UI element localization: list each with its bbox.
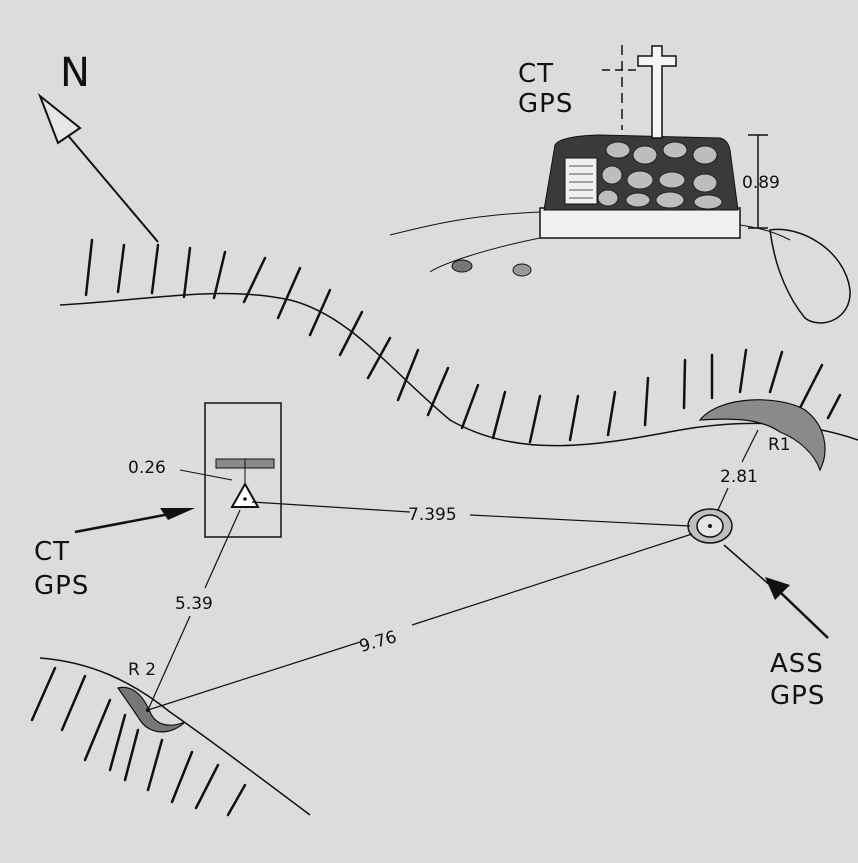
line-r2-ass [147,641,361,711]
offset-value: 0.26 [128,458,166,478]
ref1-label: R1 [768,435,791,455]
ridge-lower [39,657,311,816]
ref2-rock [117,686,186,733]
dist-ct-r2: 5.39 [175,594,213,614]
ass-label: ASS [770,649,824,679]
ass-station [687,508,733,544]
ridge-lower-hachures [30,666,247,817]
north-arrow [37,92,159,243]
cairn-monument [389,45,851,324]
ref2-label: R 2 [128,660,156,680]
dist-ct-ass: 7.395 [408,505,457,525]
ct-gps-left-ct: CT [34,537,70,567]
ct-gps-top-ct: CT [518,59,554,89]
ct-gps-left-gps: GPS [34,571,89,601]
offset-leader [179,469,233,481]
line-ct-r2 [204,509,241,589]
ridge-upper [59,292,858,447]
height-value: 0.89 [742,173,780,193]
ridge-upper-hachures [84,238,842,444]
line-ct-ass [251,501,411,513]
ref1-rock [698,399,826,472]
ct-station [204,402,282,538]
dist-r1-ass: 2.81 [720,467,758,487]
ass-gps-label: GPS [770,681,825,711]
dist-r2-ass: 9.76 [357,627,399,657]
ct-gps-top-gps: GPS [518,89,573,119]
north-label: N [60,50,90,96]
line-r1-ass [741,429,759,463]
